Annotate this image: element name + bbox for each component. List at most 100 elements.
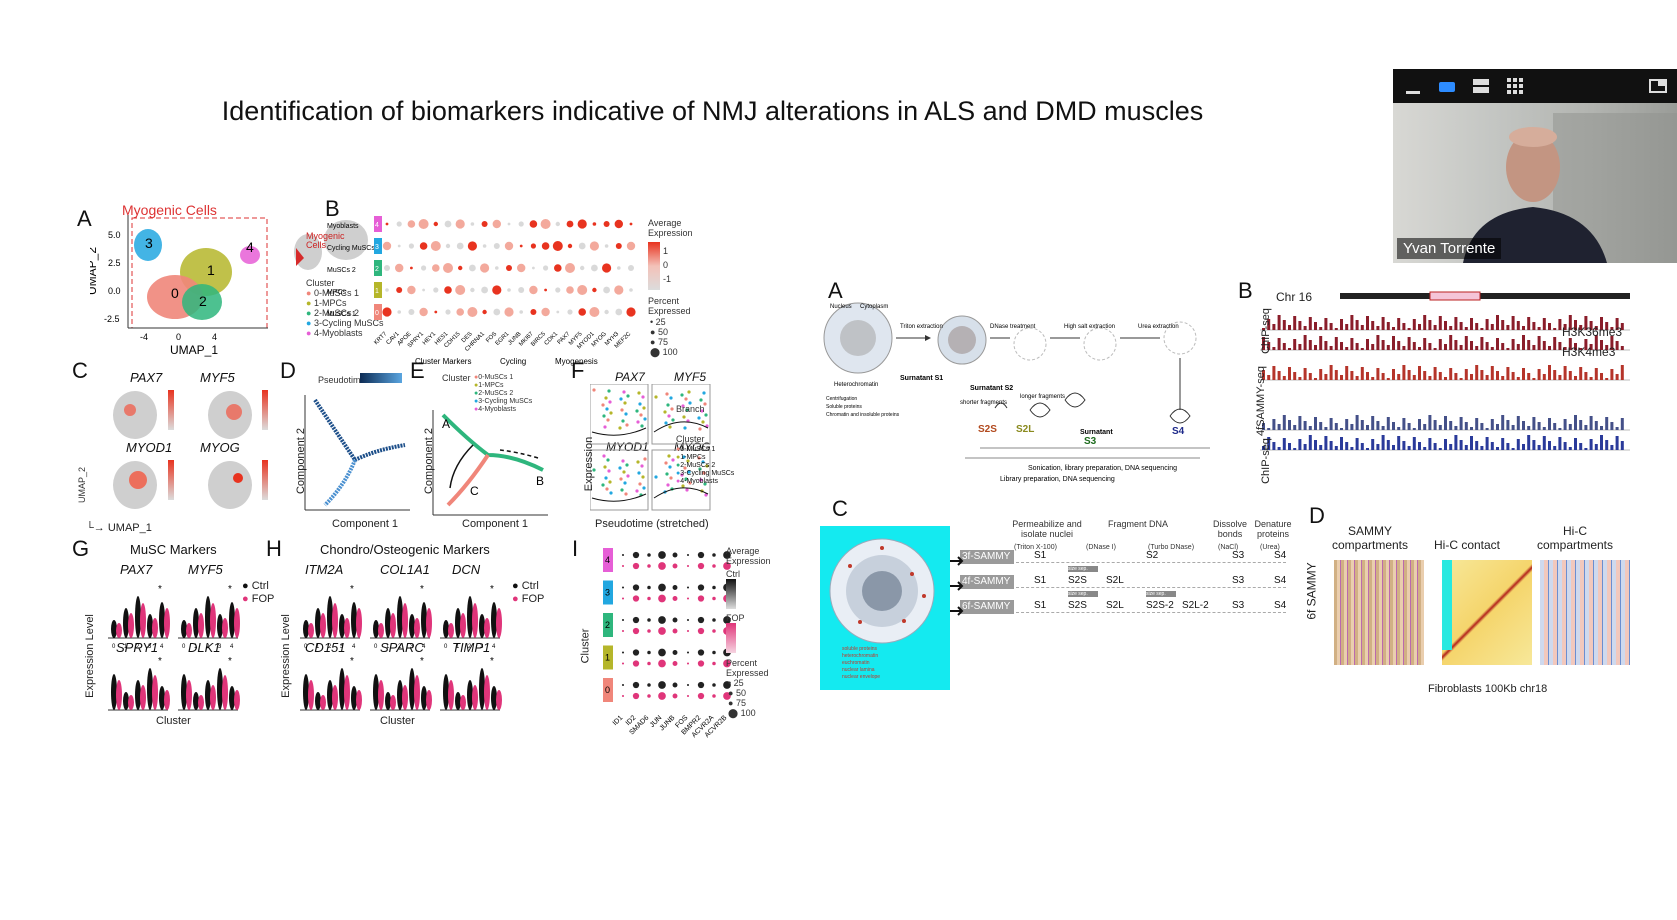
track-bar [1298,416,1302,430]
track-bar [1350,447,1354,450]
high-salt-label: High salt extraction [1064,324,1115,330]
violin-cluster-tick: 0 [182,644,186,650]
track-bar [1376,326,1380,330]
f-point [623,481,627,485]
h-xlabel: Cluster [380,715,415,727]
b-dot [507,222,511,226]
b-dot [493,308,501,316]
film-strip-icon[interactable] [1470,75,1492,97]
track-bar [1282,438,1286,450]
f-point [604,396,608,400]
track-bar [1589,377,1593,380]
b-dot [433,287,439,293]
h-gene-dcn: DCN [452,562,481,577]
violin-ctrl [135,596,141,638]
track-bar [1574,415,1577,430]
violin-fop [332,603,338,638]
participant-video: Yvan Torrente [1393,103,1677,263]
f-point [641,395,645,399]
video-tile[interactable]: Yvan Torrente [1393,69,1677,263]
track-bar [1553,423,1557,430]
violin-cluster-tick: 1 [124,644,128,650]
track-bar [1449,326,1453,330]
track-bar [1371,321,1375,330]
track-bar [1610,369,1614,380]
track-bar [1615,436,1619,450]
i-ctrl-label: Ctrl [726,569,740,579]
violin-cluster-tick: 2 [328,644,332,650]
f-cluster-title: Cluster [676,434,705,444]
b-dot [445,309,451,315]
track-bar [1355,343,1359,350]
b-dot [629,222,633,226]
track-bar [1376,444,1380,450]
exit-fullscreen-icon[interactable] [1647,75,1669,97]
f-point [687,390,691,394]
f-point [698,427,702,431]
track-bar [1397,318,1401,330]
b-dot [467,307,478,317]
violin-ctrl [397,680,403,710]
f-point [685,488,689,492]
track-bar [1490,347,1494,350]
b-dot [614,285,624,295]
track-bar [1553,337,1557,350]
track-bar [1386,322,1390,330]
c-ylabel-text: UMAP_2 [77,466,88,504]
track-bar [1386,378,1390,380]
longer-fragments-label: longer fragments [1020,394,1065,400]
sammy-cell: S1 [1034,575,1047,586]
umap-xlabel: UMAP_1 [170,343,218,357]
i-dot-ctrl [621,586,625,589]
gallery-grid-icon[interactable] [1504,75,1526,97]
i-dot-ctrl [632,649,640,656]
track-bar [1407,446,1411,450]
violin-ctrl [327,680,333,710]
svg-text:Centrifugation: Centrifugation [826,396,857,402]
track-bar [1568,371,1572,380]
f-point [620,488,624,492]
track-bar [1522,421,1525,430]
track-bar [1584,316,1588,330]
violin-fop [152,618,158,638]
track-bar [1371,344,1375,350]
track-bar [1433,348,1437,350]
b-dot [577,219,587,229]
track-bar [1272,442,1276,450]
nucleus-illustration: soluble proteins heterochromatin euchrom… [820,526,950,690]
violin-ctrl [193,692,199,710]
violin-fop [320,695,326,710]
violin-fop [234,690,240,710]
track-bar [1288,367,1291,380]
track-bar [1418,324,1421,330]
track-bar [1485,428,1489,430]
inset-myogenic-highlight [296,248,304,266]
sammy-cell: S2L-2 [1182,600,1209,611]
b-dot [408,309,415,315]
b-dot [543,265,549,271]
track-bar [1282,376,1286,380]
track-bar [1412,319,1416,330]
i-dot-ctrl [712,553,716,557]
track-bar [1548,346,1551,350]
violin-ctrl [159,602,165,638]
violin-ctrl [397,596,403,638]
i-dot-ctrl [686,586,690,589]
track-bar [1360,348,1364,350]
track-bar [1548,418,1551,430]
svg-text:nuclear lamina: nuclear lamina [842,667,875,673]
f-legend: ●0-MuSCs 1 ●1-MPCs ●2-MuSCs 2 ●3-Cycling… [676,446,735,485]
track-bar [1360,367,1364,380]
track-bar [1464,422,1468,430]
track-bar [1293,425,1297,430]
b-dot [407,285,416,295]
speaker-view-icon[interactable] [1436,75,1458,97]
minimize-icon[interactable] [1402,75,1424,97]
violin-cluster-tick: 4 [352,644,356,650]
significance-star: * [158,656,162,667]
sammy-cell: S1 [1034,600,1047,611]
panel-i-letter: I [572,536,579,561]
right-panel-a-letter: A [828,278,843,303]
violin-ctrl [467,680,473,710]
